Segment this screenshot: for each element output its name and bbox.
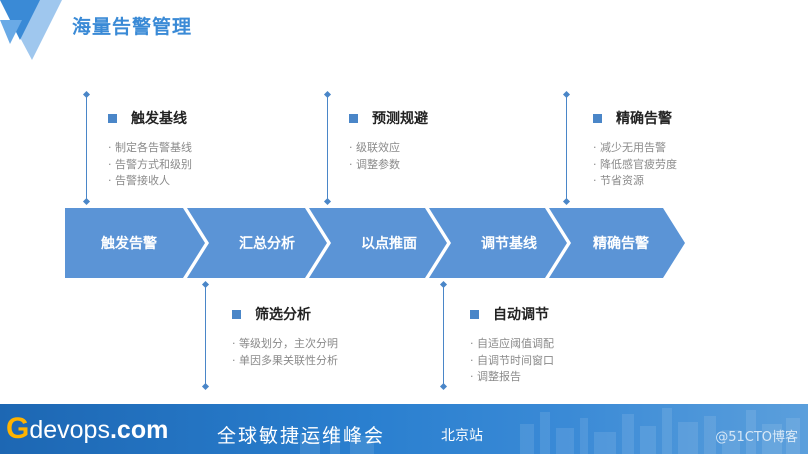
bullet-square-icon [470, 309, 479, 319]
chevron-label: 汇总分析 [239, 236, 295, 252]
block-item: 等级划分，主次分明 [232, 336, 338, 353]
block-item: 调整报告 [470, 369, 554, 386]
summit-city: 北京站 [441, 428, 483, 444]
brand-logo: Gdevops.com [6, 412, 168, 446]
connector-dot [439, 382, 448, 391]
stage-block-trigger-baseline: 触发基线 制定各告警基线 告警方式和级别 告警接收人 [108, 108, 192, 190]
block-item: 告警接收人 [108, 173, 192, 190]
logo-triangle-icon [0, 0, 62, 60]
connector-line [86, 94, 87, 202]
bullet-square-icon [108, 113, 117, 123]
watermark: @51CTO博客 [715, 430, 798, 445]
block-title: 预测规避 [372, 111, 428, 127]
connector-dot [82, 197, 91, 206]
block-item: 单因多果关联性分析 [232, 353, 338, 370]
connector-dot [562, 197, 571, 206]
connector-dot [562, 90, 571, 99]
bullet-square-icon [593, 113, 602, 123]
summit-name: 全球敏捷运维峰会 [217, 425, 386, 447]
stage-block-auto-adjust: 自动调节 自适应阈值调配 自调节时间窗口 调整报告 [470, 304, 554, 386]
chevron-step-5 [549, 208, 685, 278]
bullet-square-icon [349, 113, 358, 123]
chevron-step-3 [309, 208, 447, 278]
brand-name: devops [29, 416, 110, 444]
block-title: 筛选分析 [255, 307, 311, 323]
footer-banner: Gdevops.com 全球敏捷运维峰会 北京站 @51CTO博客 [0, 404, 808, 454]
chevron-label: 触发告警 [101, 236, 157, 252]
block-item: 降低感官疲劳度 [593, 157, 677, 174]
connector-line [443, 284, 444, 386]
brand-g: G [6, 412, 30, 445]
block-title: 触发基线 [131, 111, 187, 127]
bullet-square-icon [232, 309, 241, 319]
connector-dot [201, 280, 210, 289]
chevron-step-1 [65, 208, 205, 278]
brand-domain: .com [109, 416, 169, 444]
chevron-label: 调节基线 [481, 236, 537, 252]
connector-dot [323, 90, 332, 99]
block-item: 节省资源 [593, 173, 677, 190]
chevron-label: 精确告警 [593, 236, 649, 252]
stage-block-precise-alert: 精确告警 减少无用告警 降低感官疲劳度 节省资源 [593, 108, 677, 190]
chevron-label: 以点推面 [361, 236, 417, 252]
block-item: 制定各告警基线 [108, 140, 192, 157]
block-item: 自调节时间窗口 [470, 353, 554, 370]
connector-dot [323, 197, 332, 206]
city-skyline-icon [300, 408, 800, 454]
block-title: 自动调节 [493, 307, 549, 323]
connector-dot [201, 382, 210, 391]
process-chevron-bar [65, 208, 685, 278]
page-title: 海量告警管理 [72, 16, 193, 38]
connector-line [566, 94, 567, 202]
stage-block-filter-analysis: 筛选分析 等级划分，主次分明 单因多果关联性分析 [232, 304, 338, 369]
chevron-step-2 [187, 208, 327, 278]
block-title: 精确告警 [616, 111, 672, 127]
connector-dot [82, 90, 91, 99]
chevron-step-4 [429, 208, 567, 278]
block-item: 级联效应 [349, 140, 428, 157]
stage-block-predict-avoid: 预测规避 级联效应 调整参数 [349, 108, 428, 173]
connector-dot [439, 280, 448, 289]
connector-line [327, 94, 328, 202]
connector-line [205, 284, 206, 386]
block-item: 自适应阈值调配 [470, 336, 554, 353]
block-item: 减少无用告警 [593, 140, 677, 157]
block-item: 告警方式和级别 [108, 157, 192, 174]
block-item: 调整参数 [349, 157, 428, 174]
